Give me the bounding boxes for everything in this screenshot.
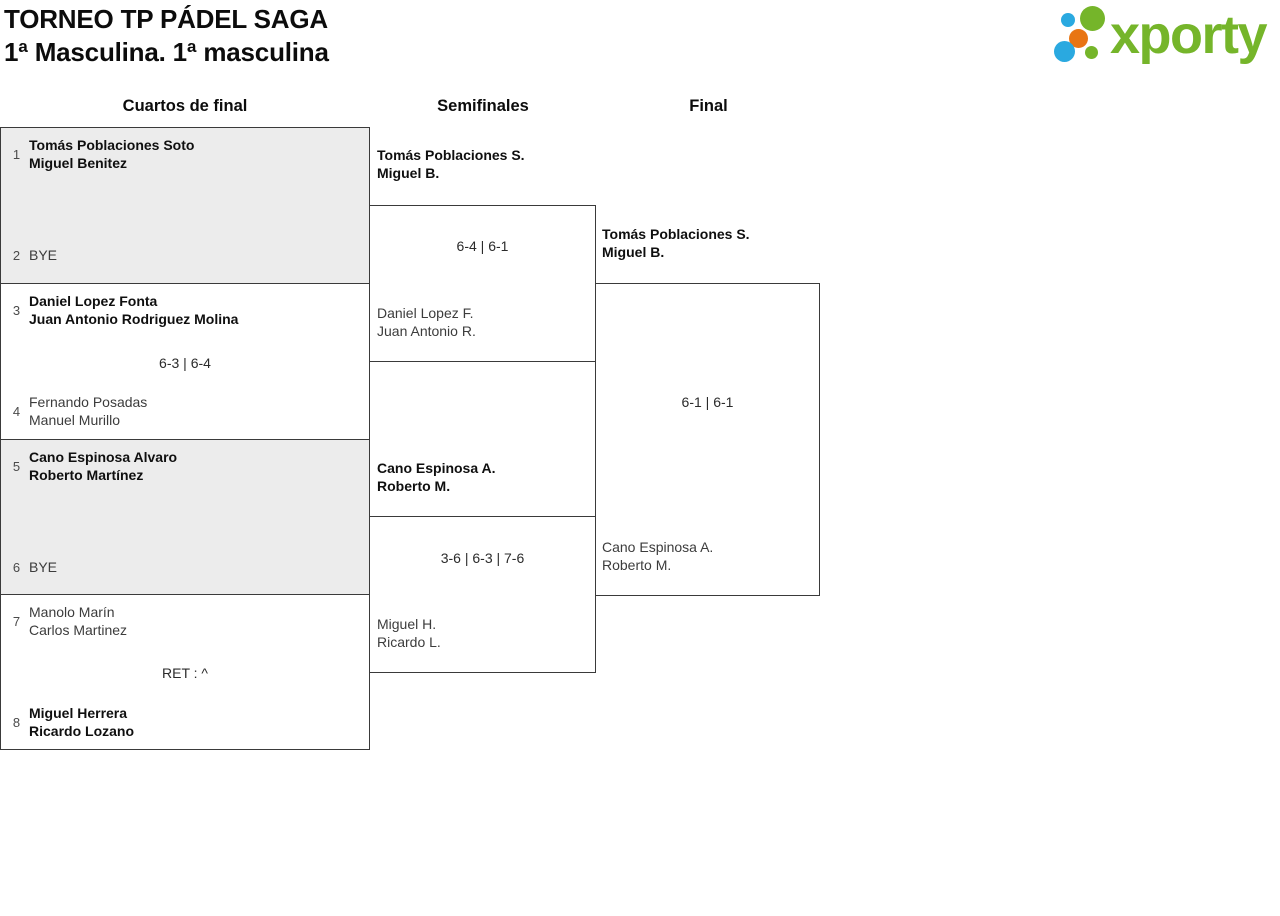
xporty-logo[interactable]: xporty [1048, 0, 1276, 74]
tournament-name: TORNEO TP PÁDEL SAGA [4, 4, 328, 34]
team-names: BYE [29, 559, 57, 577]
seed-number: 3 [12, 303, 21, 318]
semifinal1-score: 6-4 | 6-1 [456, 238, 509, 254]
team-line1: Cano Espinosa A. [377, 460, 496, 476]
team-line2: Miguel B. [602, 243, 665, 260]
match-quarterfinal-3[interactable]: 5 Cano Espinosa Alvaro Roberto Martínez … [0, 439, 370, 595]
team-line1: BYE [29, 247, 58, 263]
final-score: 6-1 | 6-1 [681, 394, 734, 410]
match-slot-bottom: 8 Miguel Herrera Ricardo Lozano [9, 705, 134, 740]
seed-number: 1 [12, 147, 21, 162]
category-subtitle: 1ª Masculina. 1ª masculina [4, 37, 329, 67]
match-slot-top: 3 Daniel Lopez Fonta Juan Antonio Rodrig… [9, 293, 239, 328]
team-line2: Ricardo L. [377, 633, 441, 650]
round-header-quarterfinals: Cuartos de final [122, 97, 248, 115]
match-slot-bottom: 4 Fernando Posadas Manuel Murillo [9, 394, 147, 429]
team-line2: Roberto M. [377, 477, 451, 494]
match-quarterfinal-4[interactable]: 7 Manolo Marín Carlos Martinez RET : ^ 8… [0, 594, 370, 750]
team-line2: Juan Antonio Rodriguez Molina [29, 310, 239, 327]
match-score: 6-3 | 6-4 [159, 355, 211, 371]
seed-number: 7 [12, 614, 21, 629]
match-final[interactable] [595, 283, 820, 596]
seed-number: 6 [12, 560, 21, 576]
round-header-semifinals: Semifinales [437, 97, 529, 115]
final-team-top: Tomás Poblaciones S. Miguel B. [602, 226, 750, 261]
semifinal2-team-top: Cano Espinosa A. Roberto M. [377, 460, 496, 495]
logo-dot-icon [1085, 46, 1098, 59]
page-title: TORNEO TP PÁDEL SAGA 1ª Masculina. 1ª ma… [4, 3, 329, 69]
semifinal1-team-bottom: Daniel Lopez F. Juan Antonio R. [377, 305, 476, 340]
logo-dot-icon [1080, 6, 1105, 31]
team-line2: Manuel Murillo [29, 411, 121, 428]
seed-number: 8 [12, 715, 21, 730]
logo-dot-icon [1061, 13, 1075, 27]
team-line2: Carlos Martinez [29, 621, 128, 638]
semifinal2-team-bottom: Miguel H. Ricardo L. [377, 616, 441, 651]
team-names: Manolo Marín Carlos Martinez [29, 604, 127, 639]
round-header-final: Final [689, 97, 728, 115]
team-line1: Daniel Lopez Fonta [29, 293, 158, 309]
team-line1: BYE [29, 559, 58, 575]
match-slot-top: 7 Manolo Marín Carlos Martinez [9, 604, 127, 639]
team-names: Tomás Poblaciones Soto Miguel Benitez [29, 137, 194, 172]
seed-number: 4 [12, 404, 21, 419]
team-line1: Tomás Poblaciones Soto [29, 137, 195, 153]
team-line1: Fernando Posadas [29, 394, 148, 410]
team-line1: Tomás Poblaciones S. [377, 147, 525, 163]
team-names: Fernando Posadas Manuel Murillo [29, 394, 147, 429]
match-quarterfinal-1[interactable]: 1 Tomás Poblaciones Soto Miguel Benitez … [0, 127, 370, 284]
team-line1: Daniel Lopez F. [377, 305, 474, 321]
team-line2: Miguel Benitez [29, 154, 128, 171]
semifinal1-team-top: Tomás Poblaciones S. Miguel B. [377, 147, 525, 182]
logo-dot-icon [1069, 29, 1088, 48]
team-line1: Miguel H. [377, 616, 437, 632]
logo-wordmark: xporty [1110, 5, 1268, 65]
match-slot-bottom: 2 BYE [9, 247, 57, 265]
team-names: Cano Espinosa Alvaro Roberto Martínez [29, 449, 177, 484]
team-line2: Ricardo Lozano [29, 722, 135, 739]
match-score: RET : ^ [162, 665, 208, 681]
team-names: Miguel Herrera Ricardo Lozano [29, 705, 134, 740]
seed-number: 5 [12, 459, 21, 474]
semifinal2-score: 3-6 | 6-3 | 7-6 [440, 550, 525, 566]
team-line2: Juan Antonio R. [377, 322, 476, 339]
match-slot-top: 5 Cano Espinosa Alvaro Roberto Martínez [9, 449, 177, 484]
team-line1: Manolo Marín [29, 604, 115, 620]
logo-dot-icon [1054, 41, 1075, 62]
match-slot-bottom: 6 BYE [9, 559, 57, 577]
team-line1: Cano Espinosa Alvaro [29, 449, 178, 465]
team-line2: Roberto Martínez [29, 466, 144, 483]
team-line2: Roberto M. [602, 556, 672, 573]
team-names: Daniel Lopez Fonta Juan Antonio Rodrigue… [29, 293, 238, 328]
match-slot-top: 1 Tomás Poblaciones Soto Miguel Benitez [9, 137, 195, 172]
team-line1: Miguel Herrera [29, 705, 128, 721]
team-names: BYE [29, 247, 57, 265]
final-team-bottom: Cano Espinosa A. Roberto M. [602, 539, 713, 574]
team-line2: Miguel B. [377, 164, 440, 181]
match-quarterfinal-2[interactable]: 3 Daniel Lopez Fonta Juan Antonio Rodrig… [0, 283, 370, 440]
team-line1: Cano Espinosa A. [602, 539, 714, 555]
team-line1: Tomás Poblaciones S. [602, 226, 750, 242]
seed-number: 2 [12, 248, 21, 264]
